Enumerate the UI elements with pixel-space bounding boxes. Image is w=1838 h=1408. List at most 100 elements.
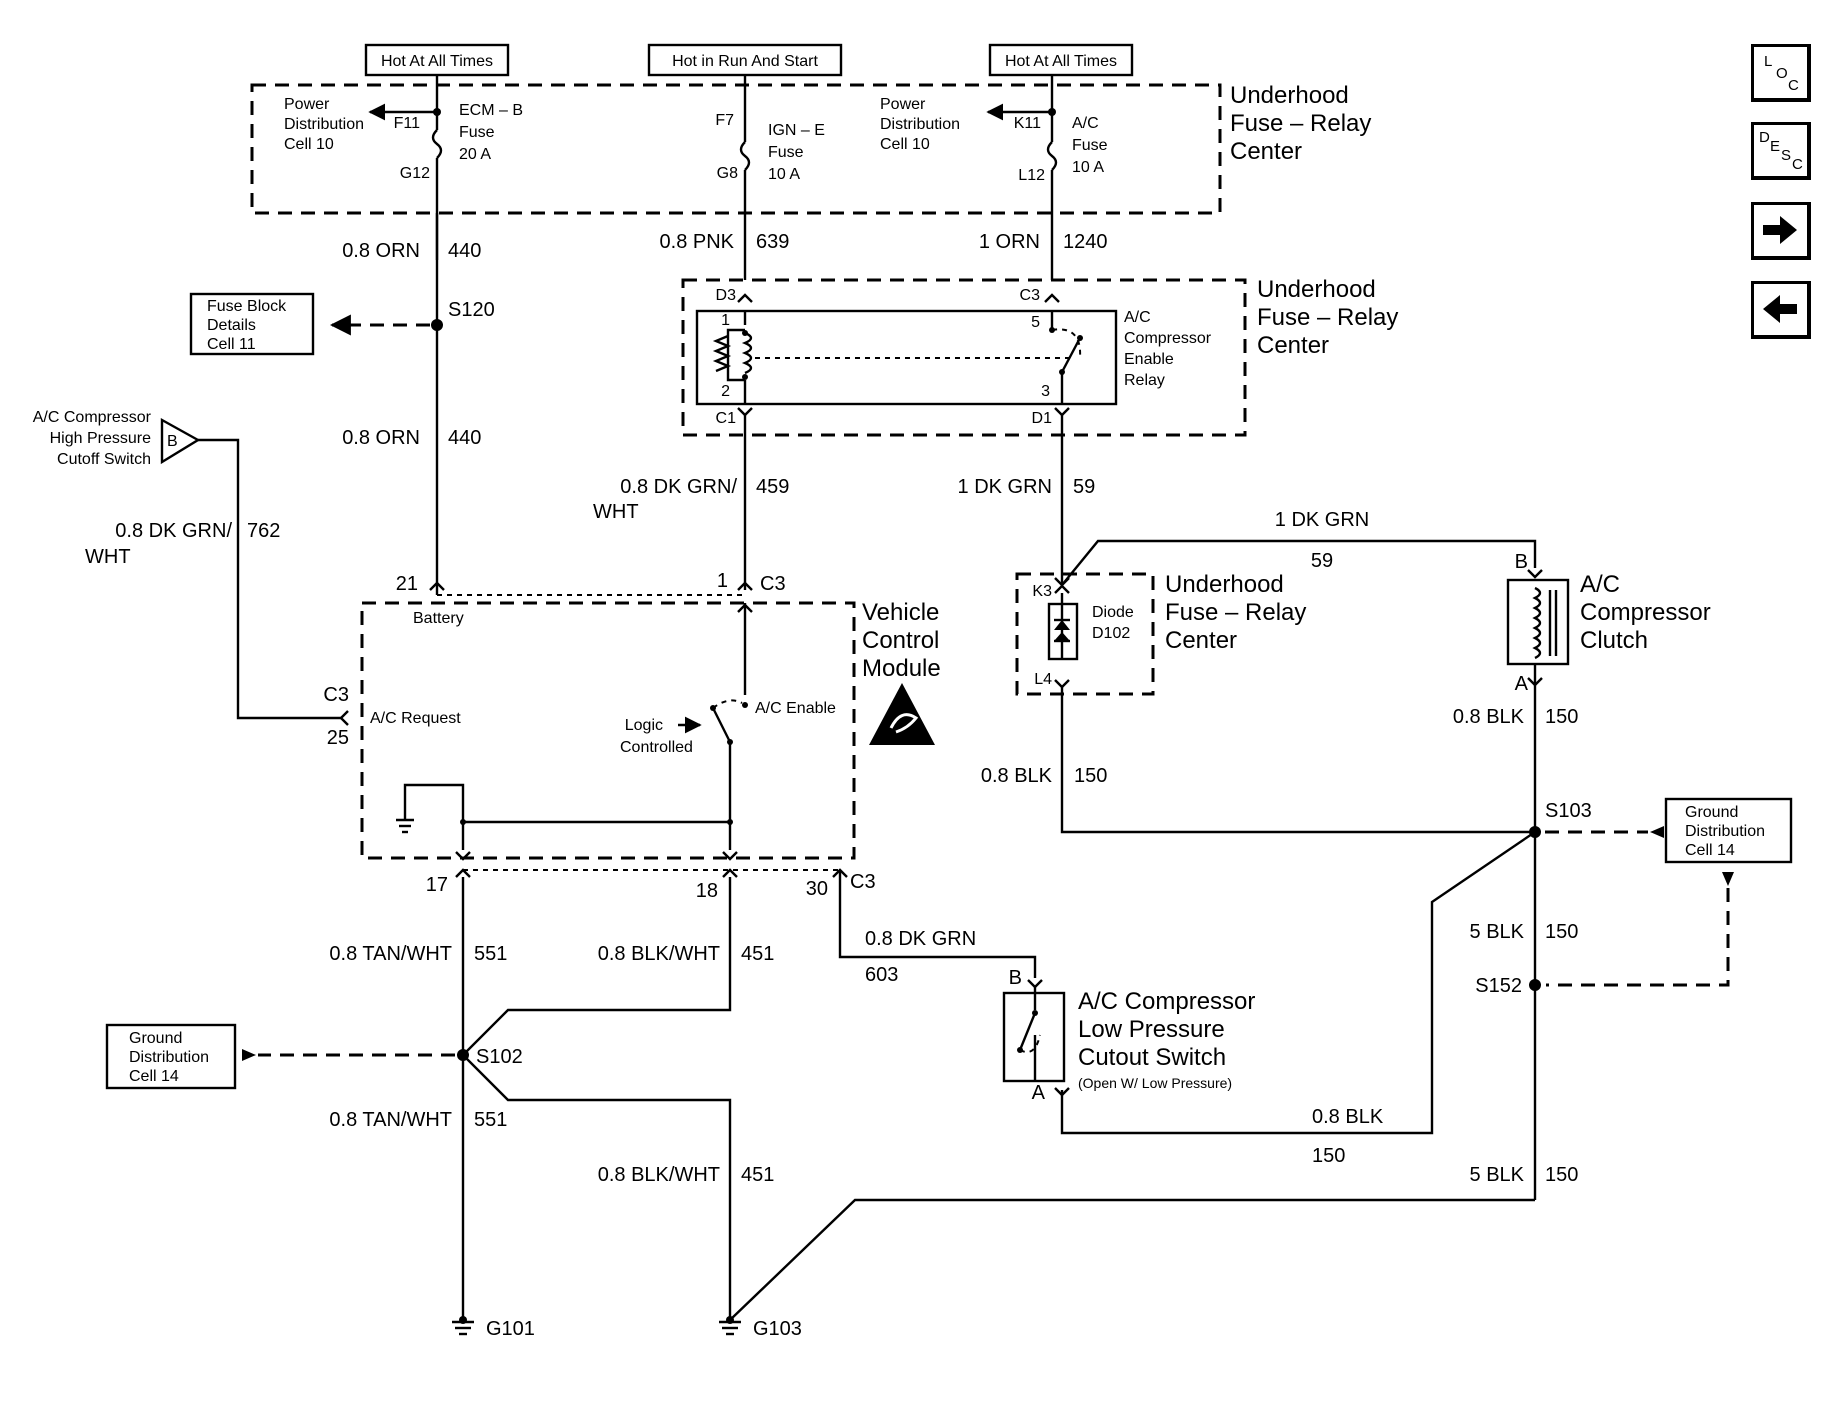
svg-text:Distribution: Distribution bbox=[284, 116, 364, 133]
svg-text:0.8 TAN/WHT: 0.8 TAN/WHT bbox=[329, 1109, 452, 1131]
svg-text:WHT: WHT bbox=[593, 501, 639, 523]
svg-text:0.8 BLK: 0.8 BLK bbox=[1312, 1106, 1384, 1128]
splice-s103: S103 bbox=[1529, 800, 1592, 838]
loc-o: O bbox=[1776, 65, 1788, 82]
svg-text:603: 603 bbox=[865, 964, 898, 986]
svg-text:F7: F7 bbox=[715, 112, 734, 129]
svg-text:G8: G8 bbox=[717, 165, 738, 182]
conn-c3-relay: C3 bbox=[1020, 287, 1041, 304]
svg-text:(Open W/ Low Pressure): (Open W/ Low Pressure) bbox=[1078, 1075, 1232, 1091]
svg-text:Relay: Relay bbox=[1124, 372, 1165, 389]
svg-text:Fuse – Relay: Fuse – Relay bbox=[1165, 599, 1306, 626]
svg-text:59: 59 bbox=[1073, 476, 1095, 498]
conn-c1: C1 bbox=[716, 410, 737, 427]
svg-text:K11: K11 bbox=[1014, 115, 1041, 132]
svg-text:451: 451 bbox=[741, 1164, 774, 1186]
svg-text:A: A bbox=[1515, 673, 1529, 695]
svg-text:Cell 10: Cell 10 bbox=[880, 136, 930, 153]
vehicle-control-module-title: Vehicle Control Module bbox=[862, 599, 941, 682]
wire-459: 0.8 DK GRN/ WHT 459 bbox=[593, 415, 789, 590]
svg-text:A/C Compressor: A/C Compressor bbox=[33, 409, 152, 426]
svg-text:G12: G12 bbox=[400, 165, 430, 182]
fuse-ecm-b: F11 G12 ECM – B Fuse 20 A bbox=[368, 102, 523, 260]
svg-text:A: A bbox=[1032, 1082, 1046, 1104]
svg-text:0.8 DK GRN/: 0.8 DK GRN/ bbox=[620, 476, 737, 498]
pin-30: 30 bbox=[806, 878, 828, 900]
svg-text:0.8 BLK: 0.8 BLK bbox=[981, 765, 1053, 787]
svg-text:20 A: 20 A bbox=[459, 146, 491, 163]
svg-text:Fuse – Relay: Fuse – Relay bbox=[1257, 304, 1398, 331]
conn-c3-vcm-bottom: C3 bbox=[850, 871, 876, 893]
wire-150-lp-switch: 0.8 BLK 150 bbox=[1060, 831, 1536, 1167]
desc-e: E bbox=[1770, 138, 1781, 155]
conn-k3: K3 bbox=[1032, 583, 1052, 600]
svg-text:Ground: Ground bbox=[129, 1030, 182, 1047]
svg-text:S152: S152 bbox=[1475, 975, 1522, 997]
hot-at-all-times-label-1: Hot At All Times bbox=[364, 43, 510, 77]
svg-text:Fuse: Fuse bbox=[1072, 137, 1108, 154]
ground-distribution-box-left[interactable]: Ground Distribution Cell 14 bbox=[105, 1023, 237, 1090]
svg-text:0.8 TAN/WHT: 0.8 TAN/WHT bbox=[329, 943, 452, 965]
wire-639: 0.8 PNK 639 bbox=[660, 231, 790, 253]
svg-text:459: 459 bbox=[756, 476, 789, 498]
wire-551: 0.8 TAN/WHT 551 0.8 TAN/WHT 551 bbox=[329, 877, 507, 1320]
conn-d3: D3 bbox=[716, 287, 737, 304]
svg-text:Center: Center bbox=[1165, 627, 1237, 654]
underhood-fuse-center-title-relay: Underhood Fuse – Relay Center bbox=[1257, 276, 1398, 359]
esd-sensitive-icon bbox=[869, 683, 935, 745]
svg-text:Fuse Block: Fuse Block bbox=[207, 298, 287, 315]
svg-text:S103: S103 bbox=[1545, 800, 1592, 822]
pin-1: 1 bbox=[717, 570, 728, 592]
svg-text:Controlled: Controlled bbox=[620, 739, 693, 756]
svg-text:150: 150 bbox=[1312, 1145, 1345, 1167]
svg-text:0.8 DK GRN/: 0.8 DK GRN/ bbox=[115, 520, 232, 542]
svg-text:150: 150 bbox=[1545, 706, 1578, 728]
loc-button[interactable]: L O C bbox=[1751, 44, 1811, 102]
power-distribution-label-right: Power Distribution Cell 10 bbox=[880, 96, 960, 153]
svg-text:Hot in Run And Start: Hot in Run And Start bbox=[672, 53, 818, 70]
splice-s102: S102 bbox=[457, 1046, 523, 1068]
wire-603: 0.8 DK GRN 603 bbox=[838, 870, 1037, 986]
desc-button[interactable]: D E S C bbox=[1751, 122, 1811, 180]
svg-text:Underhood: Underhood bbox=[1165, 571, 1284, 598]
svg-text:10 A: 10 A bbox=[1072, 159, 1104, 176]
svg-text:Distribution: Distribution bbox=[1685, 823, 1765, 840]
svg-text:Details: Details bbox=[207, 317, 256, 334]
svg-text:440: 440 bbox=[448, 427, 481, 449]
svg-text:G101: G101 bbox=[486, 1318, 535, 1340]
svg-text:551: 551 bbox=[474, 943, 507, 965]
desc-c: C bbox=[1792, 156, 1803, 173]
svg-text:B: B bbox=[1009, 967, 1022, 989]
svg-text:1240: 1240 bbox=[1063, 231, 1108, 253]
svg-text:0.8 PNK: 0.8 PNK bbox=[660, 231, 735, 253]
svg-text:B: B bbox=[1515, 551, 1528, 573]
desc-s: S bbox=[1781, 147, 1792, 164]
splice-s152: S152 bbox=[1475, 975, 1541, 997]
ac-enable-label: A/C Enable bbox=[755, 700, 836, 717]
ac-compressor-clutch: B A A/C Compressor Clutch bbox=[1506, 551, 1711, 832]
conn-d1: D1 bbox=[1032, 410, 1053, 427]
svg-text:High Pressure: High Pressure bbox=[50, 430, 151, 447]
svg-text:Compressor: Compressor bbox=[1124, 330, 1212, 347]
svg-text:G103: G103 bbox=[753, 1318, 802, 1340]
ac-high-pressure-cutoff-switch: A/C Compressor High Pressure Cutoff Swit… bbox=[33, 409, 201, 468]
underhood-fuse-center-title-top: Underhood Fuse – Relay Center bbox=[1230, 82, 1371, 165]
svg-text:Cell 11: Cell 11 bbox=[207, 336, 256, 353]
loc-l: L bbox=[1764, 53, 1773, 70]
svg-text:ECM – B: ECM – B bbox=[459, 102, 523, 119]
svg-text:1: 1 bbox=[721, 312, 730, 329]
wire-150-clutch: 0.8 BLK 150 bbox=[1453, 706, 1579, 728]
previous-page-button[interactable] bbox=[1751, 281, 1811, 339]
ground-distribution-box-right[interactable]: Ground Distribution Cell 14 bbox=[1664, 797, 1793, 864]
underhood-fuse-diode-box bbox=[1015, 572, 1155, 696]
svg-text:Compressor: Compressor bbox=[1580, 599, 1711, 626]
svg-text:D102: D102 bbox=[1092, 625, 1130, 642]
svg-text:0.8 BLK/WHT: 0.8 BLK/WHT bbox=[598, 1164, 720, 1186]
svg-text:Enable: Enable bbox=[1124, 351, 1174, 368]
hot-at-all-times-label-2: Hot At All Times bbox=[988, 43, 1134, 77]
svg-text:Hot At All Times: Hot At All Times bbox=[381, 53, 493, 70]
fuse-block-details-box[interactable]: Fuse Block Details Cell 11 bbox=[189, 292, 315, 356]
svg-text:Cutout Switch: Cutout Switch bbox=[1078, 1044, 1226, 1071]
next-page-button[interactable] bbox=[1751, 202, 1811, 260]
svg-text:1 DK GRN: 1 DK GRN bbox=[958, 476, 1052, 498]
